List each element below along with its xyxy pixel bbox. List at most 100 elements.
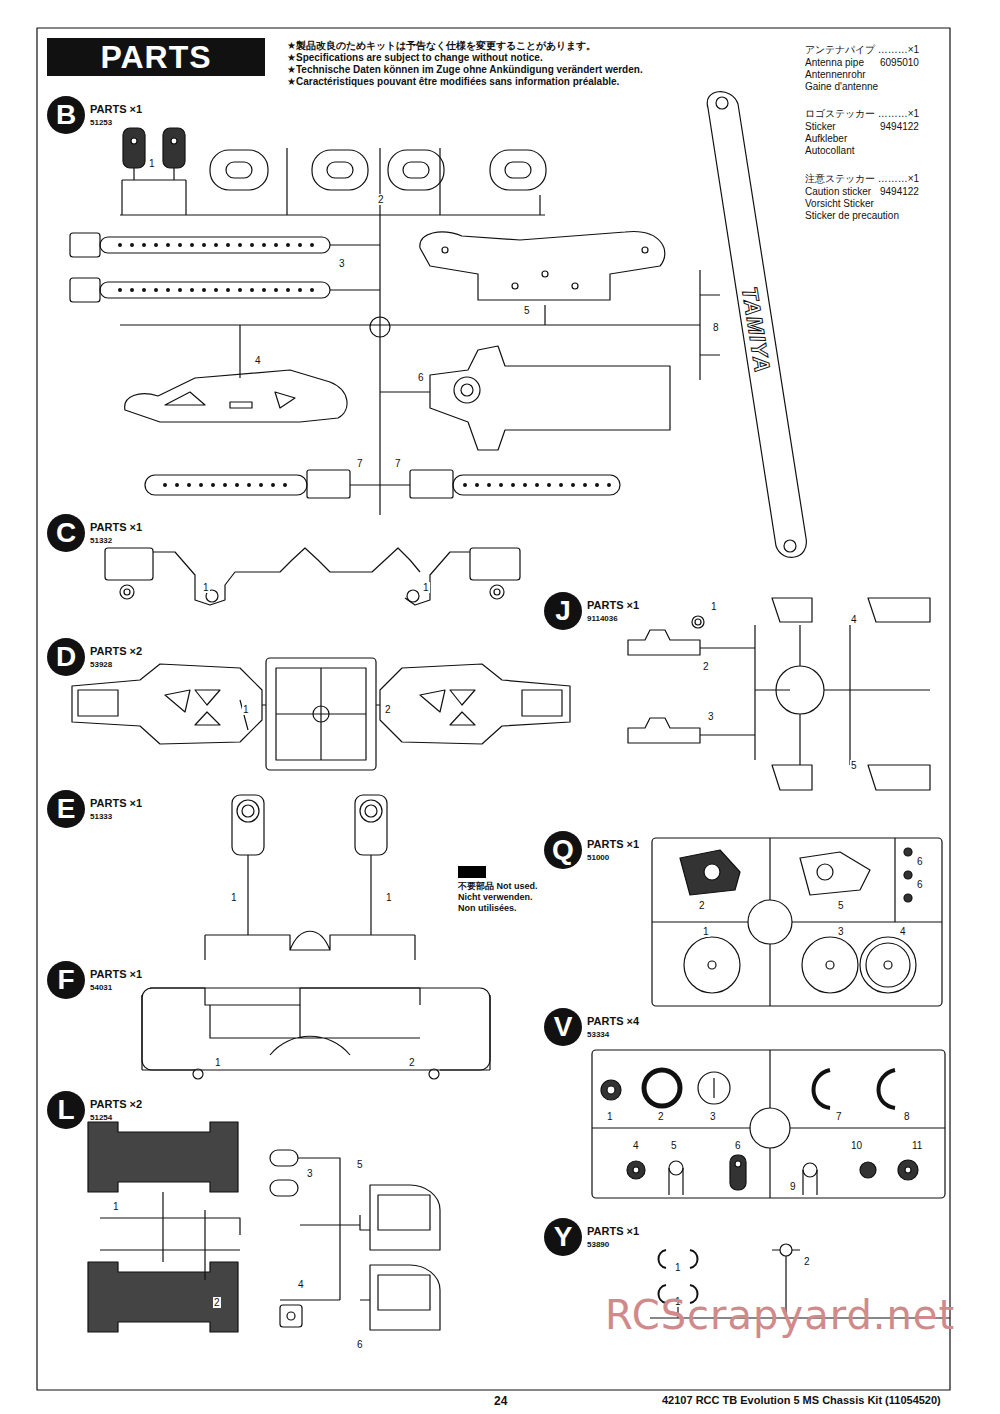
sprue-f bbox=[142, 988, 490, 1079]
sprue-outline bbox=[165, 690, 248, 730]
callout-number: 1 bbox=[202, 582, 210, 593]
sprue-outline bbox=[505, 162, 531, 178]
sprue-outline bbox=[270, 1180, 298, 1196]
sprue-outline bbox=[470, 548, 520, 580]
sprue-outline bbox=[307, 470, 350, 498]
sprue-letter-badge: L bbox=[47, 1091, 85, 1129]
sprue-outline bbox=[142, 988, 490, 1070]
callout-number: 2 bbox=[408, 1057, 416, 1068]
sprue-outline bbox=[287, 1312, 295, 1320]
sprue-outline bbox=[420, 232, 665, 300]
sprue-outline bbox=[378, 1275, 430, 1310]
sprue-outline bbox=[313, 706, 329, 722]
sprue-e bbox=[205, 795, 415, 960]
callout-number: 6 bbox=[916, 879, 924, 890]
sprue-outline bbox=[904, 848, 912, 856]
sprue-outline bbox=[776, 666, 824, 714]
sprue-outline bbox=[713, 1078, 714, 1098]
sprue-letter: J bbox=[555, 595, 571, 627]
accessory-info: アンテナパイプ ………×1 bbox=[805, 44, 919, 56]
sprue-outline bbox=[904, 894, 912, 902]
sprue-d bbox=[72, 658, 570, 770]
sprue-outline bbox=[429, 1069, 439, 1079]
parts-quantity: PARTS ×1 bbox=[587, 1225, 639, 1238]
sprue-outline bbox=[803, 1170, 817, 1195]
sprue-v bbox=[592, 1050, 945, 1198]
sprue-outline bbox=[407, 590, 419, 602]
part-number: 51332 bbox=[90, 536, 112, 546]
sprue-outline bbox=[153, 548, 420, 605]
sprue-outline bbox=[465, 483, 610, 487]
accessory-info: Antennenrohr bbox=[805, 69, 866, 81]
sprue-outline bbox=[716, 97, 728, 109]
callout-number: 4 bbox=[632, 1140, 640, 1151]
sprue-outline bbox=[123, 128, 145, 168]
part-number: 51000 bbox=[587, 853, 609, 863]
notice-text: ★Caractéristiques pouvant être modifiées… bbox=[287, 76, 619, 88]
callout-number: 11 bbox=[911, 1140, 923, 1151]
sprue-outline bbox=[802, 937, 858, 993]
sprue-outline bbox=[171, 138, 177, 144]
callout-number: 3 bbox=[837, 926, 845, 937]
parts-quantity: PARTS ×1 bbox=[90, 968, 142, 981]
callout-number: 5 bbox=[356, 1159, 364, 1170]
part-number: 51333 bbox=[90, 812, 112, 822]
sprue-outline bbox=[122, 168, 186, 215]
callout-number: 1 bbox=[674, 1262, 682, 1273]
sprue-outline bbox=[100, 1192, 360, 1280]
sprue-outline bbox=[205, 855, 415, 960]
sprue-outline bbox=[312, 150, 368, 190]
sprue-outline bbox=[242, 805, 254, 817]
accessory-info: Sticker de precaution bbox=[805, 210, 899, 222]
sprue-outline bbox=[276, 668, 366, 760]
callout-number: 1 bbox=[710, 601, 718, 612]
callout-number: 4 bbox=[899, 926, 907, 937]
sprue-outline bbox=[905, 1167, 911, 1173]
callout-number: 5 bbox=[523, 305, 531, 316]
callout-number: 2 bbox=[213, 1297, 221, 1308]
sprue-outline bbox=[355, 795, 387, 855]
callout-number: 4 bbox=[850, 614, 858, 625]
callout-number: 7 bbox=[394, 458, 402, 469]
sprue-letter: B bbox=[56, 99, 76, 131]
callout-number: 3 bbox=[709, 1111, 717, 1122]
sprue-outline bbox=[454, 377, 480, 403]
sprue-outline bbox=[704, 864, 720, 880]
sprue-outline bbox=[490, 150, 546, 190]
sprue-outline bbox=[232, 795, 264, 855]
sprue-outline bbox=[628, 630, 700, 655]
callout-number: 1 bbox=[422, 582, 430, 593]
callout-number: 1 bbox=[214, 1057, 222, 1068]
sprue-outline bbox=[120, 270, 720, 380]
accessory-info: 9494122 bbox=[880, 121, 919, 133]
callout-number: 4 bbox=[254, 355, 262, 366]
sprue-outline bbox=[780, 1244, 792, 1256]
sprue-outline bbox=[120, 243, 320, 247]
sprue-letter-badge: J bbox=[544, 592, 582, 630]
parts-quantity: PARTS ×1 bbox=[587, 599, 639, 612]
part-number: 51253 bbox=[90, 118, 112, 128]
sprue-outline bbox=[490, 585, 504, 599]
sprue-outline bbox=[105, 548, 153, 580]
callout-number: 6 bbox=[356, 1339, 364, 1350]
sprue-outline bbox=[78, 690, 118, 716]
sprue-outline bbox=[420, 690, 475, 725]
callout-number: 6 bbox=[916, 856, 924, 867]
sprue-outline bbox=[592, 1050, 945, 1198]
callout-number: 5 bbox=[670, 1140, 678, 1151]
sprue-letter-badge: C bbox=[47, 514, 85, 552]
callout-number: 3 bbox=[707, 711, 715, 722]
sprue-outline bbox=[542, 271, 548, 277]
sprue-outline bbox=[124, 589, 130, 595]
part-number: 54031 bbox=[90, 983, 112, 993]
accessory-info: ロゴステッカー ………×1 bbox=[805, 108, 919, 120]
callout-number: 3 bbox=[338, 258, 346, 269]
sprue-letter: C bbox=[56, 517, 76, 549]
sprue-outline bbox=[72, 664, 262, 744]
callout-number: 1 bbox=[242, 704, 250, 715]
sprue-outline bbox=[327, 162, 353, 178]
accessory-info: Sticker bbox=[805, 121, 836, 133]
sprue-outline bbox=[652, 838, 942, 1006]
accessory-info: Vorsicht Sticker bbox=[805, 198, 874, 210]
sprue-outline bbox=[120, 288, 320, 292]
